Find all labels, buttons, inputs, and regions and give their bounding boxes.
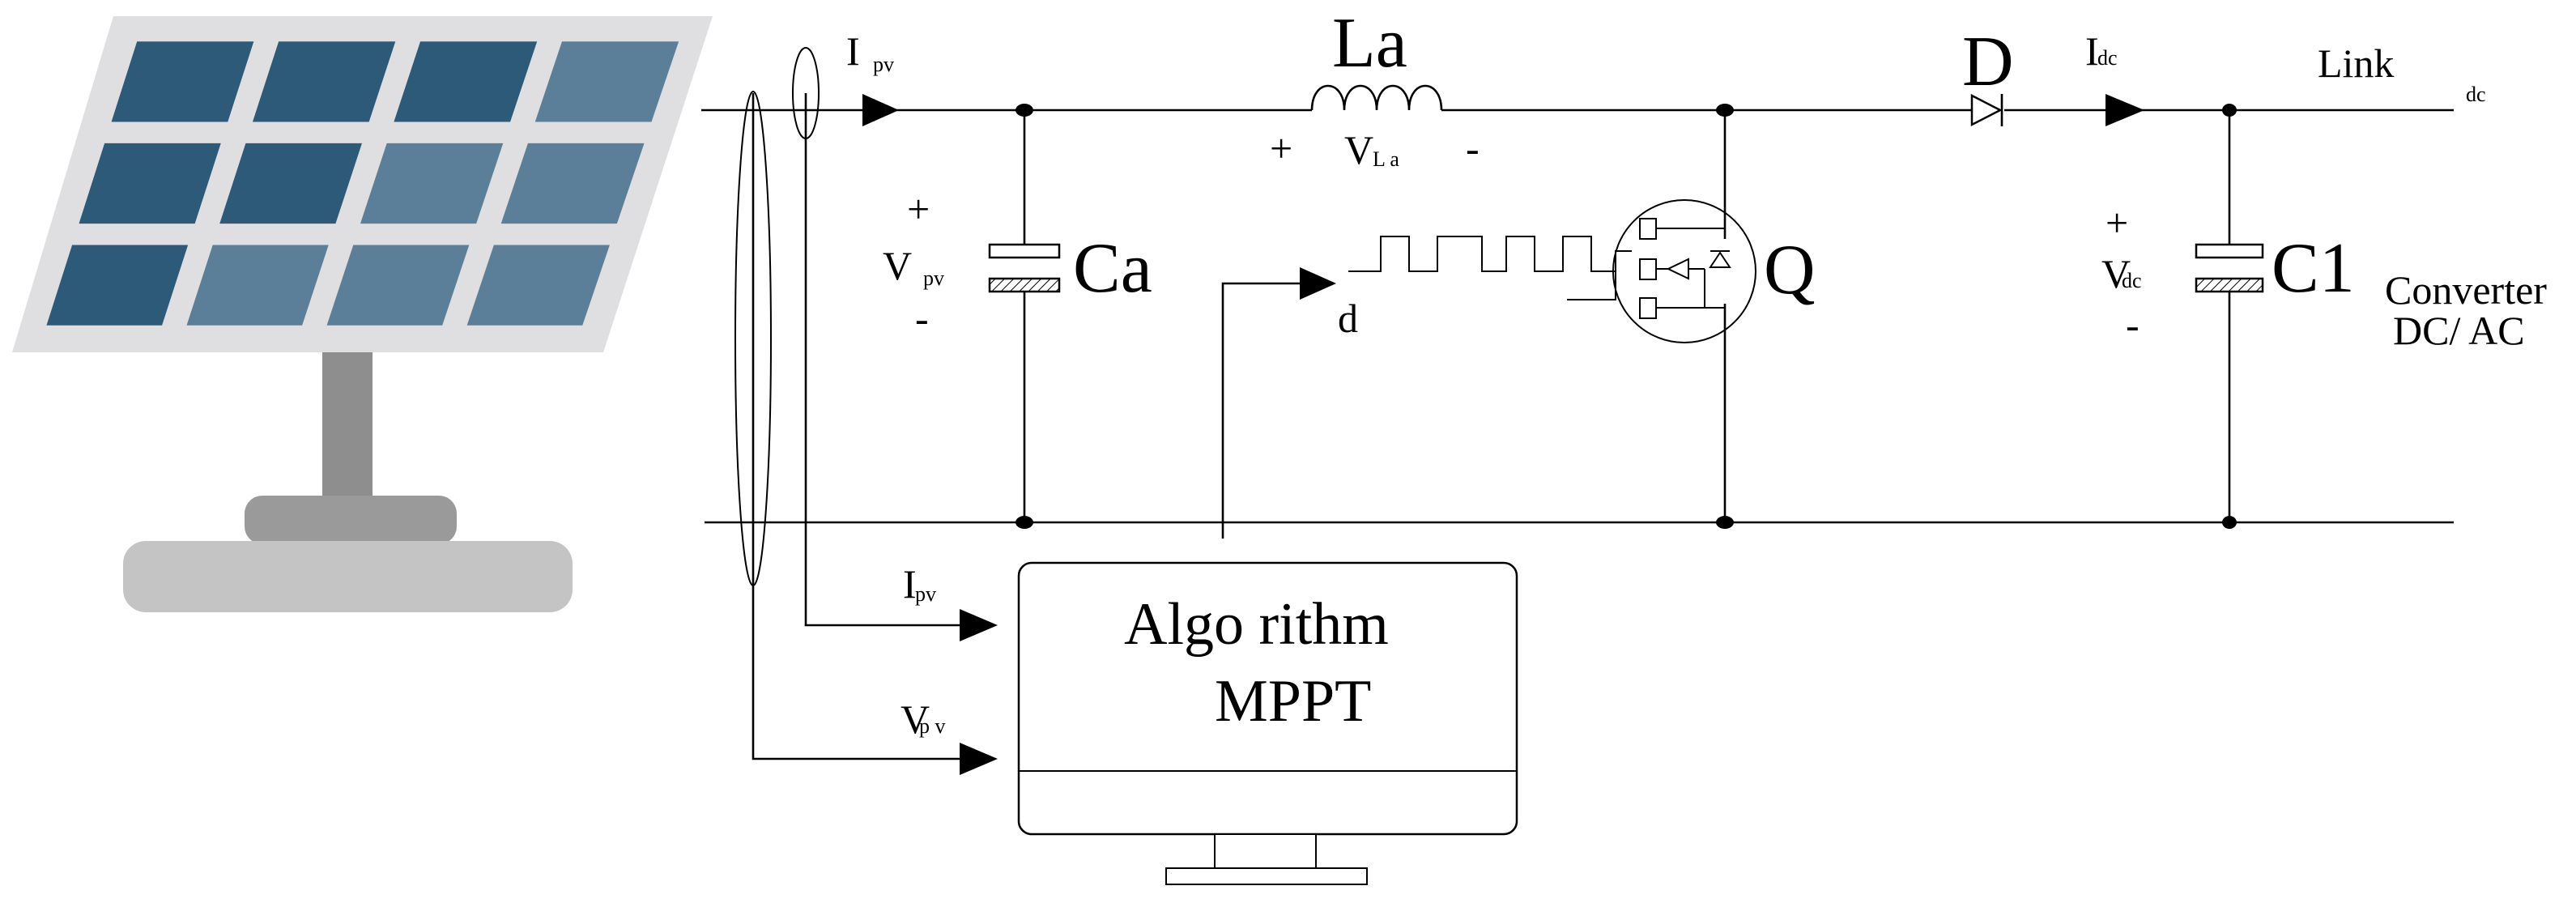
capacitor-plate-top [2195, 243, 2264, 259]
vpv-plus: + [907, 186, 930, 232]
diode-label: D [1962, 23, 2014, 101]
idc-label: I [2085, 28, 2099, 74]
panel-stand-base [123, 541, 573, 612]
duty-signal-wire [1221, 282, 1300, 539]
capacitor-plate-bottom [2195, 277, 2264, 293]
idc-arrow [2106, 94, 2144, 126]
panel-cell [534, 41, 679, 122]
labels: I pv La + V L a - D I dc Link dc + V pv … [846, 4, 2547, 742]
mosfet-source [1656, 304, 1726, 309]
mppt-label: MPPT [1215, 668, 1371, 735]
converter-label-line2: DC/ AC [2393, 308, 2525, 353]
duty-label: d [1338, 296, 1358, 341]
idc-subscript: dc [2097, 46, 2118, 70]
ipv-top-subscript: pv [873, 53, 894, 76]
ipv-input-arrow [960, 609, 998, 641]
diode-triangle [1970, 93, 2003, 127]
vpv-sense-loop [734, 91, 772, 586]
ipv-top-label: I [846, 28, 860, 74]
vpv-subscript: pv [923, 266, 944, 290]
mosfet-circle [1612, 199, 1756, 343]
capacitor-ca [988, 243, 1061, 293]
panel-cell [252, 41, 396, 122]
pwm-waveform [1348, 236, 1616, 272]
junction-dot [1716, 104, 1734, 117]
ipv-input-label: I [903, 561, 917, 607]
vla-plus: + [1270, 126, 1292, 171]
ipv-sense-loop [792, 47, 820, 139]
vla-subscript: L a [1373, 147, 1399, 171]
monitor-icon [1017, 561, 1518, 885]
panel-stand-base-top [245, 496, 457, 544]
vpv-minus: - [915, 296, 929, 341]
algorithm-label: Algo rithm [1124, 591, 1389, 658]
mosfet-channel-bottom [1639, 297, 1657, 319]
inductor-coil [1310, 84, 1443, 111]
panel-cell [111, 41, 254, 122]
mosfet-diode [1709, 251, 1731, 268]
junction-dot [1716, 516, 1734, 529]
monitor-foot [1165, 867, 1368, 885]
panel-cells [46, 41, 679, 326]
panel-cell [79, 143, 221, 224]
mosfet-channel-top [1639, 218, 1657, 240]
panel-cell [466, 245, 610, 326]
converter-label-line1: Converter [2385, 267, 2547, 313]
q-label: Q [1764, 231, 1816, 309]
arrows [862, 94, 2144, 775]
vla-minus: - [1466, 126, 1480, 171]
c1-label: C1 [2272, 229, 2355, 308]
panel-cell [219, 143, 362, 224]
link-subscript: dc [2466, 83, 2486, 106]
capacitor-plate-top [988, 243, 1061, 259]
mosfet-drain [1656, 228, 1726, 239]
ipv-sense-wire [804, 93, 988, 627]
diode-icon [1970, 93, 2003, 127]
vdc-subscript: dc [2122, 269, 2142, 292]
vdc-plus: + [2106, 200, 2128, 245]
solar-panel-icon [12, 16, 713, 612]
panel-cell [326, 245, 470, 326]
vla-label: V [1344, 127, 1373, 173]
la-label: La [1332, 4, 1407, 83]
link-label: Link [2318, 40, 2394, 86]
junction-dots [1015, 104, 2237, 529]
ca-label: Ca [1073, 229, 1152, 308]
capacitor-c1 [2195, 243, 2264, 293]
wires [701, 93, 2454, 760]
vpv-label: V [883, 243, 912, 288]
junction-dot [1015, 104, 1033, 117]
mosfet-gate [1567, 250, 1632, 300]
capacitor-plate-bottom [988, 277, 1061, 293]
panel-cell [500, 143, 645, 224]
mosfet-body-arrow [1666, 258, 1689, 280]
mosfet-channel-mid [1639, 258, 1657, 280]
panel-cell [360, 143, 504, 224]
vpv-input-label: V [901, 696, 930, 742]
junction-dot [1015, 516, 1033, 529]
panel-stand-pole [322, 352, 373, 498]
mosfet-icon [1567, 199, 1756, 343]
panel-cell [46, 245, 189, 326]
vpv-input-arrow [960, 743, 998, 775]
junction-dot [2222, 104, 2237, 117]
panel-cell [394, 41, 538, 122]
panel-cell [186, 245, 329, 326]
ipv-arrow [862, 94, 899, 126]
vpv-input-subscript: p v [919, 714, 946, 738]
vdc-minus: - [2126, 302, 2140, 347]
duty-arrow [1300, 267, 1336, 300]
vpv-sense-wire [752, 93, 988, 760]
monitor-neck [1214, 833, 1317, 869]
vdc-label: V [2101, 251, 2131, 296]
junction-dot [2222, 516, 2237, 529]
ipv-input-subscript: pv [915, 582, 936, 606]
inductor-la [1310, 84, 1443, 111]
